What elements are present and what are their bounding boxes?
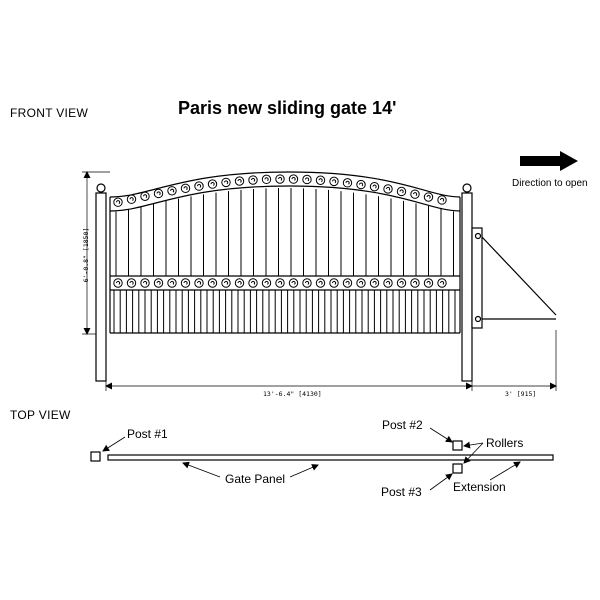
top-view-heading: TOP VIEW bbox=[10, 408, 71, 422]
post-1-label: Post #1 bbox=[127, 427, 168, 441]
scroll-ornaments bbox=[113, 174, 447, 288]
page-title: Paris new sliding gate 14' bbox=[178, 98, 397, 118]
post-2-label: Post #2 bbox=[382, 418, 423, 432]
extension-label: Extension bbox=[453, 480, 506, 494]
direction-label: Direction to open bbox=[512, 178, 588, 189]
left-post bbox=[95, 183, 107, 382]
top-view-drawing bbox=[90, 440, 554, 474]
front-view-heading: FRONT VIEW bbox=[10, 106, 89, 120]
extension-dimension-label: 3' [915] bbox=[505, 390, 537, 398]
width-dimension bbox=[105, 330, 557, 391]
direction-arrow-icon bbox=[520, 151, 578, 171]
gate-frame bbox=[109, 171, 461, 334]
width-dimension-label: 13'-6.4" [4130] bbox=[263, 390, 322, 398]
post-3-marker bbox=[452, 463, 463, 474]
right-post bbox=[461, 183, 473, 382]
gate-panel-bar bbox=[107, 454, 554, 461]
top-view-leaders bbox=[102, 427, 521, 491]
height-dimension bbox=[82, 171, 110, 335]
height-dimension-label: 6'-0.8" [1850] bbox=[82, 227, 90, 283]
post-3-label: Post #3 bbox=[381, 485, 422, 499]
gate-panel-label: Gate Panel bbox=[225, 472, 286, 486]
rollers-label: Rollers bbox=[486, 436, 524, 450]
gate-pickets bbox=[113, 188, 456, 333]
gate-extension bbox=[471, 227, 557, 329]
post-2-marker bbox=[452, 440, 463, 451]
post-1-marker bbox=[90, 451, 101, 462]
